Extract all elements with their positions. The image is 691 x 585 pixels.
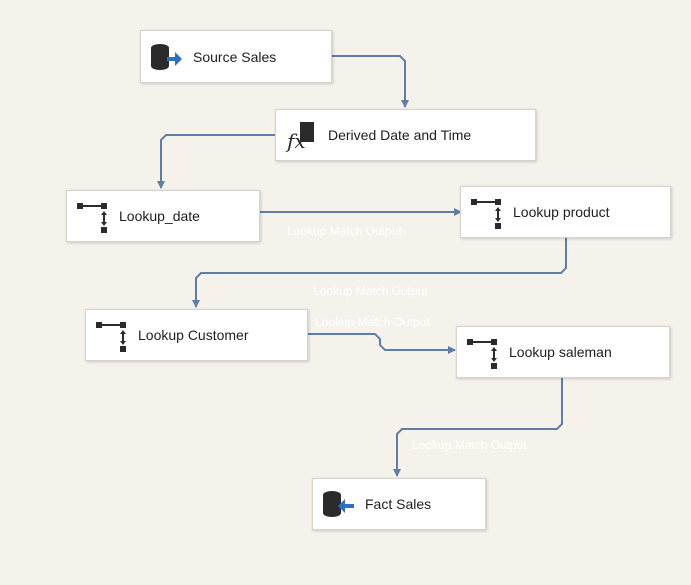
node-derived-date-time[interactable]: fx Derived Date and Time (275, 109, 536, 161)
node-source-sales[interactable]: Source Sales (140, 30, 332, 83)
edge-label: Lookup Match Output (315, 315, 430, 329)
node-label: Derived Date and Time (328, 127, 472, 143)
edge-label: Lookup Match Output (412, 438, 527, 452)
node-lookup-product[interactable]: Lookup product (460, 186, 671, 238)
node-label: Source Sales (193, 48, 277, 65)
svg-text:fx: fx (285, 129, 306, 152)
connector-lookup-saleman-to-fact-sales[interactable] (393, 378, 563, 477)
node-label: Lookup_date (119, 208, 200, 224)
node-label: Lookup Customer (138, 327, 249, 343)
edge-label: Lookup Match Output (313, 284, 428, 298)
lookup-icon (469, 195, 503, 229)
fx-derived-column-icon: fx (284, 118, 318, 153)
node-fact-sales[interactable]: Fact Sales (312, 478, 486, 530)
node-label: Lookup saleman (509, 344, 612, 360)
node-lookup-date[interactable]: Lookup_date (66, 190, 260, 242)
source-database-icon (149, 40, 183, 74)
node-lookup-saleman[interactable]: Lookup saleman (456, 326, 670, 378)
lookup-icon (94, 318, 128, 352)
lookup-icon (465, 335, 499, 369)
connector-derived-date-time-to-lookup-date[interactable] (157, 134, 275, 189)
node-label: Fact Sales (365, 496, 432, 512)
lookup-icon (75, 199, 109, 233)
connector-lookup-product-to-lookup-customer[interactable] (192, 238, 567, 308)
connector-lookup-customer-to-lookup-saleman[interactable] (308, 333, 456, 354)
destination-database-icon (321, 487, 355, 521)
node-lookup-customer[interactable]: Lookup Customer (85, 309, 308, 361)
connector-source-sales-to-derived-date-time[interactable] (332, 55, 409, 108)
edge-label: Lookup Match Output (287, 224, 402, 238)
node-label: Lookup product (513, 204, 610, 220)
